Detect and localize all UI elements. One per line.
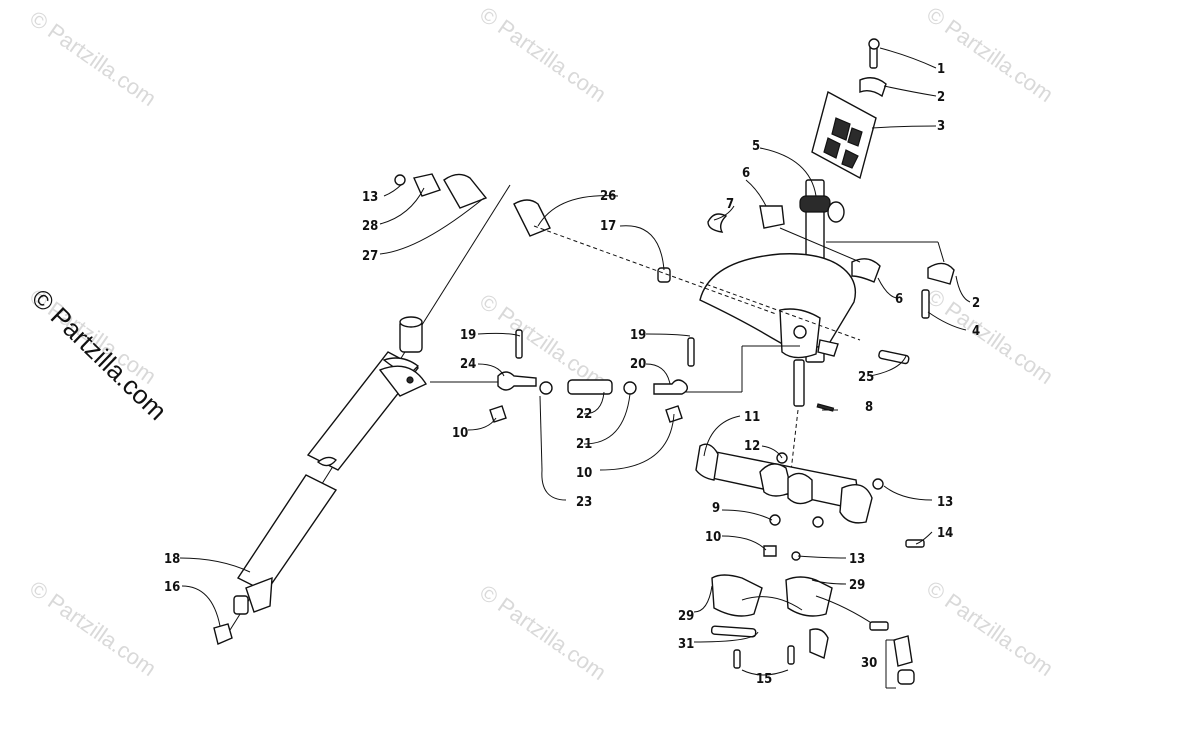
callout-leaders — [179, 47, 971, 689]
callout-13: 13 — [849, 552, 865, 567]
callout-8: 8 — [865, 400, 873, 415]
watermark: © Partzilla.com — [922, 576, 1058, 682]
console-bracket — [699, 253, 910, 365]
callout-13: 13 — [362, 190, 378, 205]
callout-31: 31 — [678, 637, 694, 652]
watermark: © Partzilla.com — [475, 2, 611, 108]
callout-13: 13 — [937, 495, 953, 510]
callout-5: 5 — [752, 139, 760, 154]
upper-tie-rod — [394, 173, 777, 315]
callout-25: 25 — [858, 370, 874, 385]
watermark: © Partzilla.com — [475, 289, 611, 395]
watermark: © Partzilla.com — [922, 284, 1058, 390]
callout-12: 12 — [744, 439, 760, 454]
callout-22: 22 — [576, 407, 592, 422]
callout-19: 19 — [460, 328, 476, 343]
steering-post — [213, 184, 511, 645]
watermark: © Partzilla.com — [25, 6, 161, 112]
callout-20: 20 — [630, 357, 646, 372]
callout-7: 7 — [726, 197, 734, 212]
callout-1: 1 — [937, 62, 945, 77]
callout-14: 14 — [937, 526, 953, 541]
callout-23: 23 — [576, 495, 592, 510]
parts-drawing — [213, 38, 955, 685]
callout-11: 11 — [744, 410, 760, 425]
callout-3: 3 — [937, 119, 945, 134]
callout-18: 18 — [164, 552, 180, 567]
callout-26: 26 — [600, 189, 616, 204]
handlebar-riser — [811, 38, 887, 180]
callout-16: 16 — [164, 580, 180, 595]
callout-24: 24 — [460, 357, 476, 372]
callout-28: 28 — [362, 219, 378, 234]
callout-21: 21 — [576, 437, 592, 452]
callout-10: 10 — [576, 466, 592, 481]
callout-29: 29 — [849, 578, 865, 593]
side-watermark: © Partzilla.com — [26, 283, 173, 426]
callout-4: 4 — [972, 324, 980, 339]
callout-17: 17 — [600, 219, 616, 234]
callout-2: 2 — [972, 296, 980, 311]
callout-15: 15 — [756, 672, 772, 687]
callout-labels: 1 2 3 5 6 7 2 6 4 13 28 27 26 17 19 24 1… — [164, 62, 980, 687]
watermark: © Partzilla.com — [475, 580, 611, 686]
lower-steering-shaft — [690, 345, 925, 561]
callout-6: 6 — [742, 166, 750, 181]
callout-29: 29 — [678, 609, 694, 624]
callout-6: 6 — [895, 292, 903, 307]
watermark: © Partzilla.com — [25, 576, 161, 682]
callout-9: 9 — [712, 501, 720, 516]
callout-27: 27 — [362, 249, 378, 264]
callout-2: 2 — [937, 90, 945, 105]
ignition-coils — [710, 574, 915, 685]
callout-30: 30 — [861, 656, 877, 671]
callout-19: 19 — [630, 328, 646, 343]
callout-10: 10 — [705, 530, 721, 545]
callout-10: 10 — [452, 426, 468, 441]
